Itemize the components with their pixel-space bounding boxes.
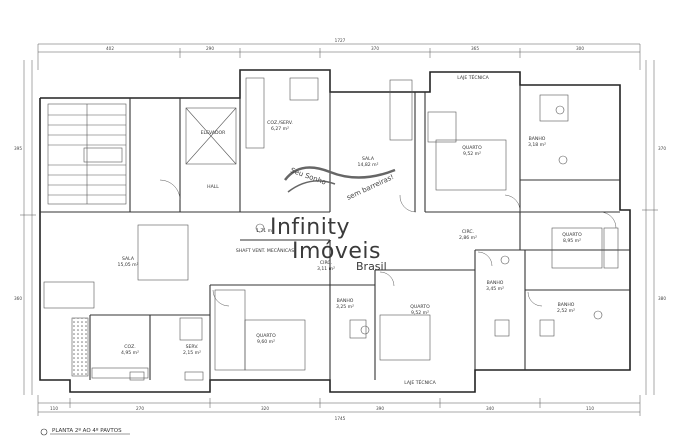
label-banho-1-area: 3,18 m² [528,142,546,148]
dim-top-seg5: 300 [576,46,584,51]
label-quarto-3-area: 9,52 m² [411,310,429,316]
label-circ-2-area: 3,11 m² [317,266,335,272]
label-banho-4-area: 3,25 m² [336,304,354,310]
watermark-brand-line2: Imóveis [292,239,381,264]
dim-bottom-seg3: 320 [261,406,269,411]
label-serv: SERV. [186,344,199,350]
label-quarto-3: QUARTO [410,304,430,310]
watermark-brand-line3: Brasil [356,260,387,273]
label-quarto-2-area: 8,95 m² [563,238,581,244]
label-circ-1: CIRC. [462,229,474,235]
plan-caption: PLANTA 2º AO 4º PAVTOS [40,427,130,436]
label-banho-1: BANHO [529,136,546,142]
label-banho-2: BANHO [487,280,504,286]
dim-left-seg2: 360 [14,296,22,301]
label-sala-top-area: 14,82 m² [358,162,379,168]
doors [159,179,617,307]
dim-bottom-seg2: 270 [136,406,144,411]
label-quarto-1: QUARTO [462,145,482,151]
label-quarto-2: QUARTO [562,232,582,238]
dim-bottom-seg6: 110 [586,406,594,411]
dimension-lines [20,43,658,416]
watermark-brand-line1: Infinity [270,215,350,240]
label-coz-serv: COZ./SERV. [267,120,293,126]
dim-right-seg1: 370 [658,146,666,151]
dim-top-total: 1727 [335,38,346,43]
label-mecanicas: SHAFT VENT. MECÂNICAS [236,247,294,254]
dim-bottom-seg1: 110 [50,406,58,411]
label-banho-3-area: 2,52 m² [557,308,575,314]
label-laje-tecnica-bottom: LAJE TÉCNICA [404,378,436,386]
label-laje-tecnica-top: LAJE TÉCNICA [457,73,489,81]
label-sala-left-area: 15,05 m² [118,262,139,268]
label-coz-serv-area: 6,27 m² [271,126,289,132]
dimension-labels: 1727 402 290 370 365 300 1745 110 270 32… [14,38,666,421]
dim-bottom-seg4: 390 [376,406,384,411]
label-quarto-1-area: 9,52 m² [463,151,481,157]
label-coz: COZ. [124,344,135,350]
dim-top-seg1: 402 [106,46,114,51]
dim-bottom-seg5: 340 [486,406,494,411]
label-coz-area: 4,95 m² [121,350,139,356]
label-mecanicas-area: 1,71 m² [256,228,274,234]
interior-walls [40,70,630,392]
label-serv-area: 2,15 m² [183,350,201,356]
stair-core [47,103,237,205]
label-banho-3: BANHO [558,302,575,308]
dim-left-seg1: 395 [14,146,22,151]
label-quarto-4: QUARTO [256,333,276,339]
dim-bottom-total: 1745 [335,416,346,421]
label-sala-left: SALA [122,256,135,262]
fixtures [43,77,619,381]
label-banho-2-area: 3,45 m² [486,286,504,292]
label-elevador: ELEVADOR [201,130,227,136]
label-banho-4: BANHO [337,298,354,304]
dim-right-seg2: 380 [658,296,666,301]
label-hall: HALL [207,184,219,190]
label-sala-top: SALA [362,156,375,162]
label-circ-2: CIRC. [320,260,332,266]
label-quarto-4-area: 9,60 m² [257,339,275,345]
dim-top-seg3: 370 [371,46,379,51]
room-labels: LAJE TÉCNICA ELEVADOR HALL COZ./SERV. 6,… [118,73,583,386]
label-circ-1-area: 2,86 m² [459,235,477,241]
dim-top-seg2: 290 [206,46,214,51]
dim-top-seg4: 365 [471,46,479,51]
plan-title: PLANTA 2º AO 4º PAVTOS [52,427,122,434]
